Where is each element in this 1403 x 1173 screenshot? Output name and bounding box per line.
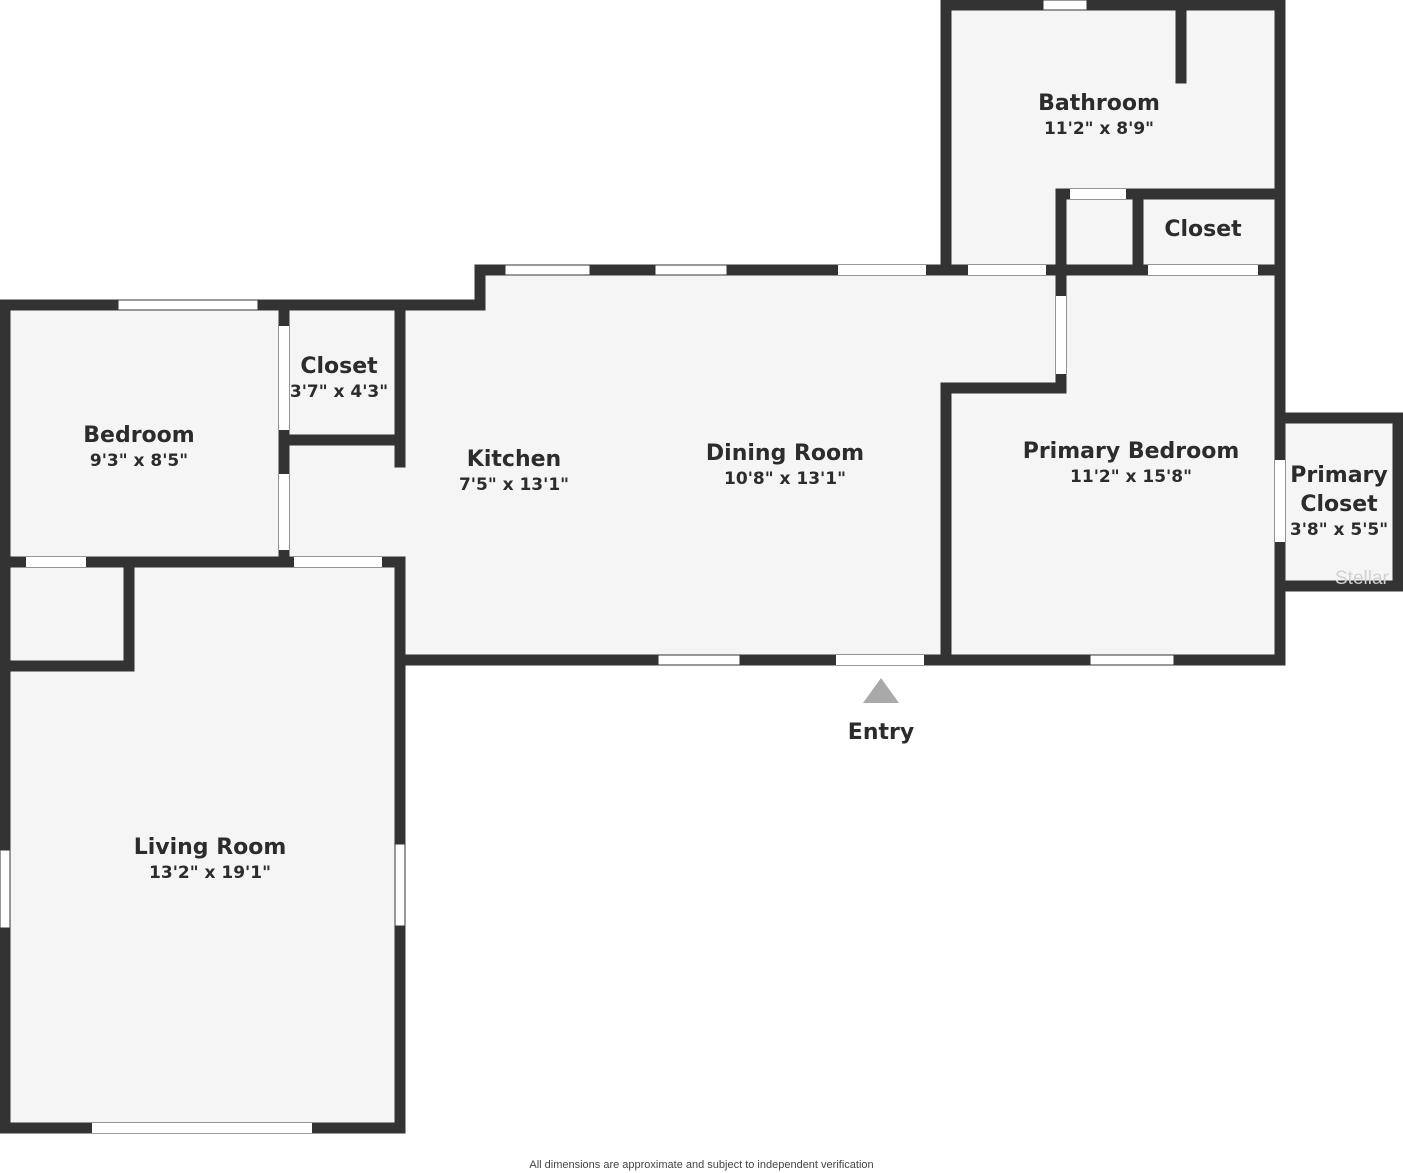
- openings: [0, 0, 1285, 1133]
- entry-label: Entry: [848, 720, 914, 745]
- door-entry: [836, 655, 924, 665]
- watermark: Stellar: [1335, 568, 1390, 589]
- window-primary-bottom: [1089, 654, 1175, 666]
- room-name-primary-closet-1: Primary: [1290, 463, 1387, 488]
- room-dims-living-room: 13'2" x 19'1": [149, 863, 271, 883]
- door-living: [294, 557, 382, 567]
- window-dining-bottom: [657, 654, 741, 666]
- room-dims-bedroom-closet: 3'7" x 4'3": [290, 382, 388, 402]
- door-bath: [968, 265, 1046, 275]
- door-hall-closet: [26, 557, 86, 567]
- wall-primary-closet: [1274, 412, 1403, 592]
- room-dims-primary-bedroom: 11'2" x 15'8": [1070, 467, 1192, 487]
- window-kitchen-2: [654, 264, 728, 276]
- door-primary-bedroom: [1056, 296, 1066, 374]
- room-name-living-room: Living Room: [134, 835, 287, 860]
- floor-areas: [5, 5, 1398, 1128]
- room-name-bath-closet: Closet: [1164, 217, 1242, 242]
- door-living-bottom: [92, 1123, 312, 1133]
- door-bath-closet: [1070, 189, 1126, 199]
- window-kitchen-1: [504, 264, 591, 276]
- room-dims-dining-room: 10'8" x 13'1": [724, 469, 846, 489]
- window-living-left: [0, 849, 11, 929]
- room-name-primary-closet-2: Closet: [1300, 492, 1378, 517]
- room-dims-bathroom: 11'2" x 8'9": [1044, 119, 1154, 139]
- room-dims-kitchen: 7'5" x 13'1": [459, 475, 569, 495]
- wall-hall-closet: [0, 556, 135, 672]
- door-bedroom: [279, 474, 289, 550]
- room-name-bedroom-closet: Closet: [300, 354, 378, 379]
- room-name-primary-bedroom: Primary Bedroom: [1023, 439, 1240, 464]
- window-living-right: [394, 843, 406, 927]
- entry-arrow-icon: [863, 678, 899, 703]
- door-bedroom-closet: [279, 326, 289, 430]
- window-bedroom-top: [117, 299, 259, 311]
- door-primary-closet: [1275, 460, 1285, 542]
- wall-bedroom-closet: [278, 302, 406, 468]
- room-name-bedroom: Bedroom: [83, 423, 194, 448]
- room-name-bathroom: Bathroom: [1038, 91, 1160, 116]
- room-dims-bedroom: 9'3" x 8'5": [90, 451, 188, 471]
- floor-bathroom: [946, 5, 1280, 270]
- disclaimer: All dimensions are approximate and subje…: [529, 1159, 874, 1171]
- floor-main: [5, 270, 1280, 1128]
- door-closet: [1148, 265, 1258, 275]
- room-dims-primary-closet: 3'8" x 5'5": [1290, 520, 1388, 540]
- window-bath-top: [1042, 0, 1088, 11]
- room-name-dining-room: Dining Room: [706, 441, 864, 466]
- door-dining-top: [838, 265, 926, 275]
- room-name-kitchen: Kitchen: [467, 447, 561, 472]
- floor-primary-closet: [1280, 418, 1398, 586]
